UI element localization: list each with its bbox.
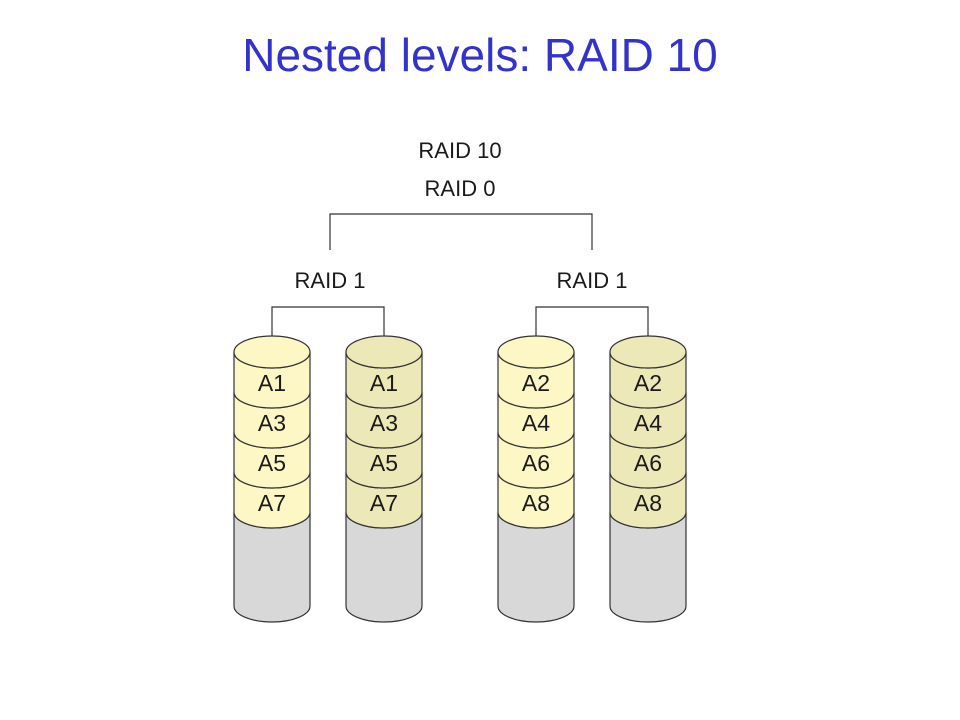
disk-top-cap	[497, 335, 575, 369]
block-label: A8	[522, 490, 550, 516]
disk-top-cap	[609, 335, 687, 369]
block-label: A3	[258, 410, 286, 436]
block-label: A6	[522, 450, 550, 476]
block-label: A8	[634, 490, 662, 516]
block-label: A5	[258, 450, 286, 476]
block-label: A7	[370, 490, 398, 516]
block-label: A1	[258, 370, 286, 396]
block-label: A4	[634, 410, 662, 436]
block-label: A2	[634, 370, 662, 396]
block-label: A5	[370, 450, 398, 476]
block-label: A2	[522, 370, 550, 396]
disk-top-cap	[345, 335, 423, 369]
block-label: A4	[522, 410, 550, 436]
block-label: A7	[258, 490, 286, 516]
raid1-label-left: RAID 1	[295, 268, 366, 293]
block-label: A3	[370, 410, 398, 436]
raid0-connector	[329, 213, 593, 250]
block-label: A6	[634, 450, 662, 476]
disk-top-cap	[233, 335, 311, 369]
raid1-connector-right	[535, 306, 649, 336]
raid1-connector-left	[271, 306, 385, 336]
raid10-label: RAID 10	[418, 138, 501, 163]
raid0-label: RAID 0	[425, 176, 496, 201]
block-label: A1	[370, 370, 398, 396]
raid1-label-right: RAID 1	[557, 268, 628, 293]
slide-title: Nested levels: RAID 10	[242, 29, 718, 81]
